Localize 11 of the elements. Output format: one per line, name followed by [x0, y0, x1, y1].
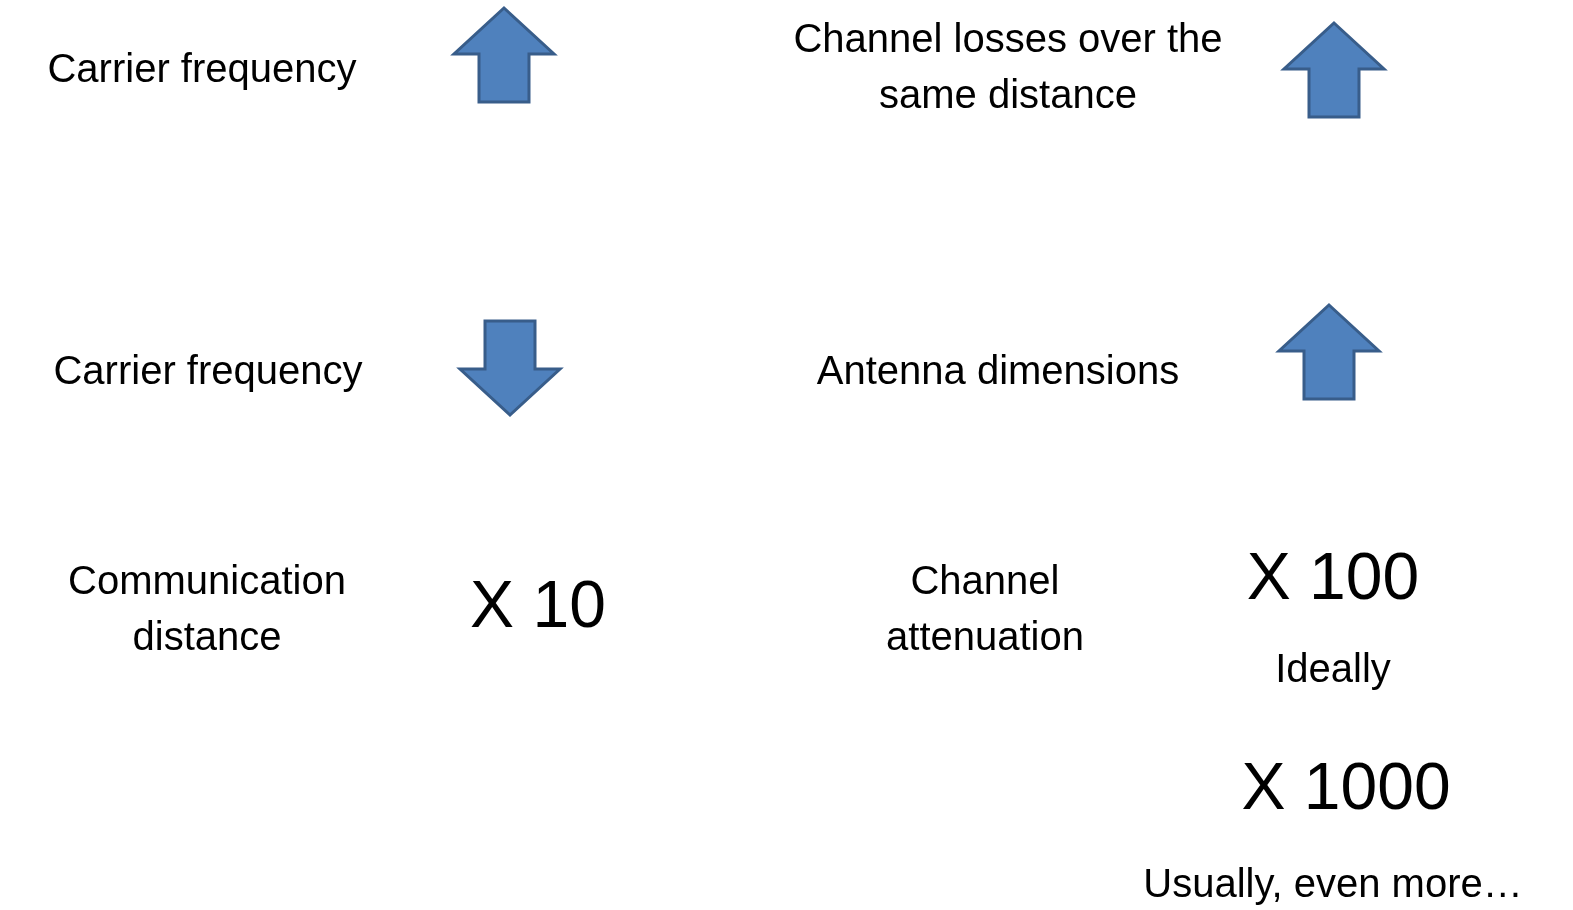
factor-label: Carrier frequency — [46, 45, 358, 92]
factor-label: Channel attenuation — [885, 557, 1085, 660]
factor-label: Antenna dimensions — [815, 347, 1181, 394]
value-note: Ideally — [1274, 645, 1392, 692]
factor-value: X 10 — [469, 568, 607, 641]
value-note: Usually, even more… — [1142, 860, 1524, 907]
factor-label: Carrier frequency — [52, 347, 364, 394]
factor-label: Communication distance — [67, 557, 347, 660]
factor-value: X 100 — [1245, 540, 1421, 613]
factor-label: Channel losses over the same distance — [792, 15, 1224, 118]
factor-value: X 1000 — [1240, 750, 1452, 823]
